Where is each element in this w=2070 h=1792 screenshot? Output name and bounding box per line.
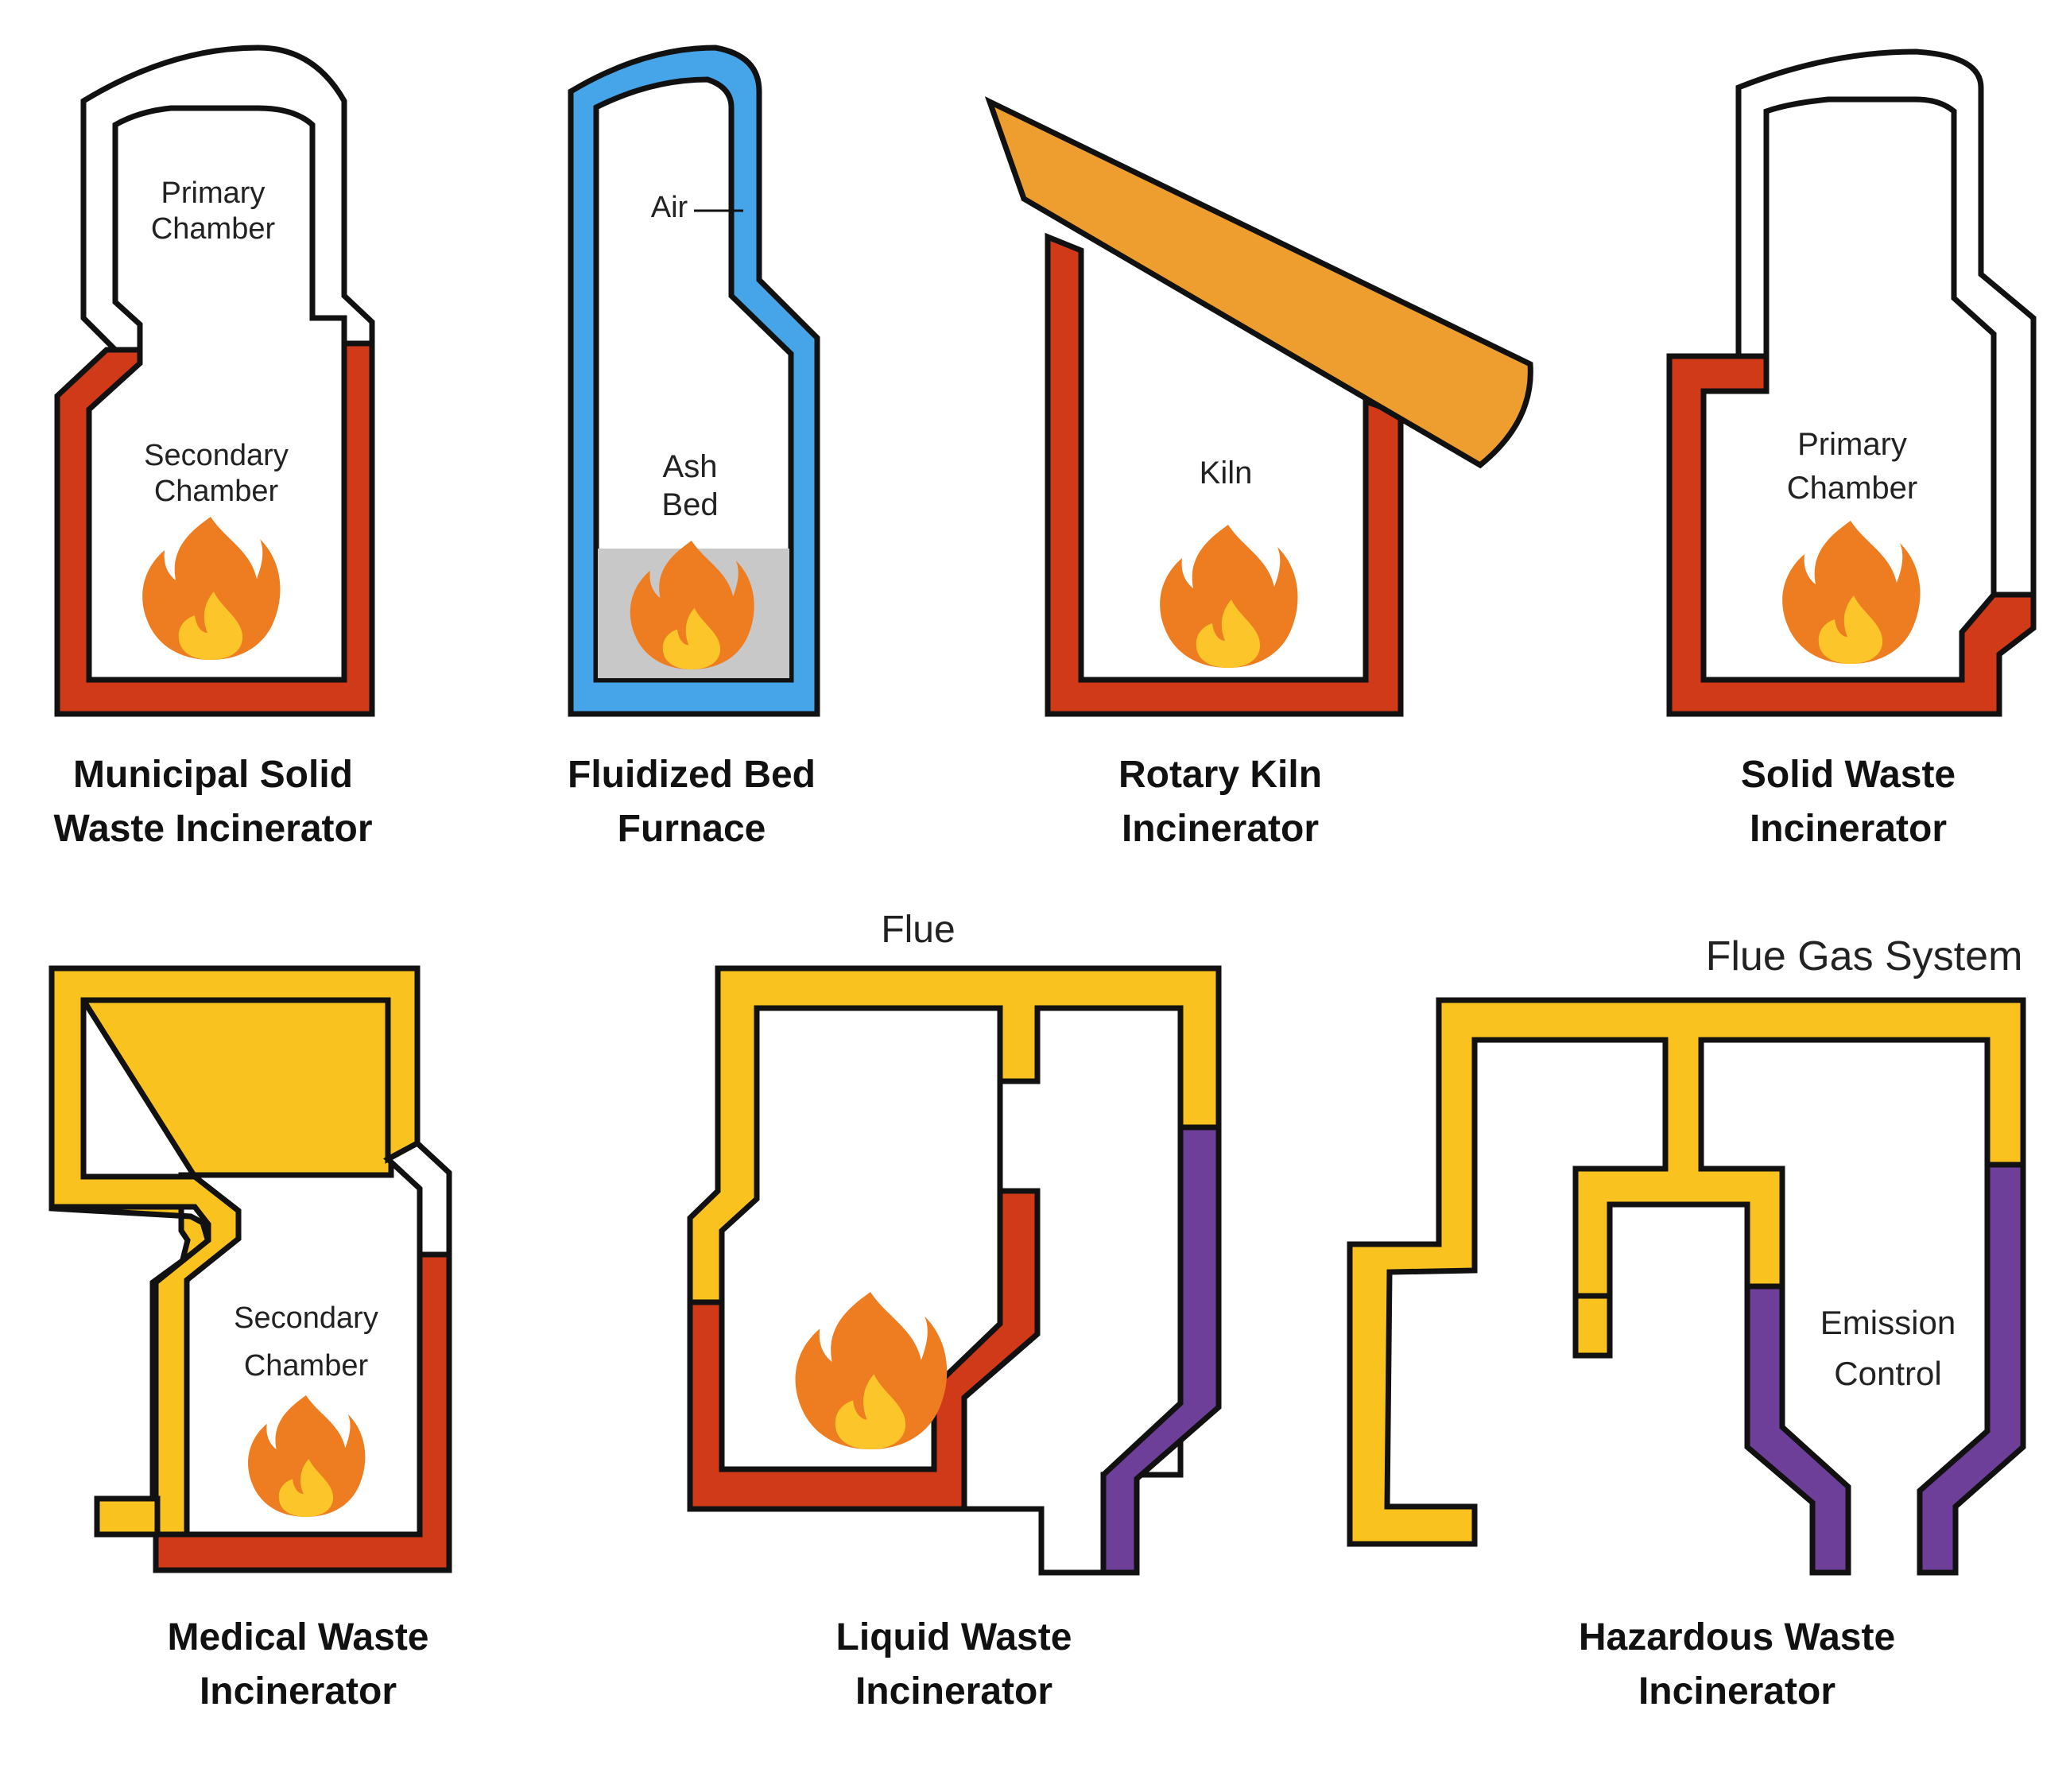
hazardous-waste-incinerator: Flue Gas System Emission Control Hazardo…	[1347, 933, 2026, 1712]
hazardous-stub	[1572, 1293, 1613, 1359]
air-label: Air	[651, 191, 688, 224]
hazardous-title-1: Hazardous Waste	[1579, 1616, 1895, 1658]
ash-bed-label-1: Ash	[663, 449, 718, 484]
flame-icon	[1160, 525, 1298, 668]
medical-label-2: Chamber	[244, 1349, 369, 1383]
solid-title-1: Solid Waste	[1741, 754, 1956, 796]
liquid-purple-wall	[1100, 1124, 1222, 1576]
msw-lower-wall	[54, 340, 375, 717]
msw-lower-label-2: Chamber	[154, 475, 279, 508]
fluidized-title-1: Fluidized Bed	[568, 754, 816, 796]
msw-title-1: Municipal Solid	[73, 754, 353, 796]
solid-upper-wall	[1735, 48, 2037, 598]
liquid-waste-incinerator: Flue Liquid Waste Incinerator	[687, 909, 1222, 1712]
flame-icon	[248, 1395, 366, 1517]
hazardous-purple-left	[1744, 1283, 1851, 1576]
liquid-title-2: Incinerator	[855, 1670, 1052, 1712]
rotary-kiln-drum	[984, 96, 1533, 469]
hazardous-label-1: Emission	[1820, 1304, 1956, 1341]
fluidized-wall	[568, 45, 820, 717]
solid-title-2: Incinerator	[1750, 808, 1947, 850]
msw-title-2: Waste Incinerator	[54, 808, 373, 850]
fluidized-bed-furnace: Air Ash Bed Fluidized Bed Furnace	[568, 45, 820, 850]
hazardous-label-2: Control	[1834, 1355, 1941, 1392]
hazardous-purple-right	[1917, 1162, 2026, 1576]
medical-red-wall	[153, 1251, 452, 1573]
medical-waste-incinerator: Secondary Chamber Medical Waste Incinera…	[48, 965, 452, 1712]
solid-waste-incinerator: Primary Chamber Solid Waste Incinerator	[1666, 48, 2037, 850]
hazardous-left-wall	[1347, 997, 2026, 1547]
msw-incinerator: Primary Chamber Secondary Chamber Munici…	[54, 45, 375, 850]
rotary-title-2: Incinerator	[1122, 808, 1319, 850]
fluidized-title-2: Furnace	[618, 808, 766, 850]
kiln-label: Kiln	[1200, 456, 1253, 491]
msw-lower-label-1: Secondary	[144, 439, 289, 472]
medical-label-1: Secondary	[234, 1301, 378, 1335]
msw-upper-label-1: Primary	[161, 176, 266, 210]
hazardous-title-2: Incinerator	[1638, 1670, 1835, 1712]
flue-gas-system-label: Flue Gas System	[1706, 933, 2023, 979]
medical-white-section	[383, 1139, 452, 1258]
msw-upper-label-2: Chamber	[151, 212, 276, 246]
solid-lower-wall	[1666, 353, 2037, 717]
msw-upper-wall	[80, 45, 375, 353]
solid-label-1: Primary	[1797, 427, 1907, 462]
solid-label-2: Chamber	[1787, 471, 1918, 506]
rotary-title-1: Rotary Kiln	[1118, 754, 1322, 796]
medical-inlet	[94, 1495, 161, 1538]
ash-bed-label-2: Bed	[661, 487, 718, 522]
flame-icon	[142, 517, 281, 660]
medical-title-1: Medical Waste	[168, 1616, 429, 1658]
flame-icon	[795, 1292, 948, 1449]
medical-title-2: Incinerator	[200, 1670, 397, 1712]
flue-label: Flue	[881, 909, 955, 951]
flame-icon	[1782, 521, 1921, 664]
rotary-kiln-incinerator: Kiln Rotary Kiln Incinerator	[984, 96, 1533, 850]
liquid-title-1: Liquid Waste	[836, 1616, 1072, 1658]
